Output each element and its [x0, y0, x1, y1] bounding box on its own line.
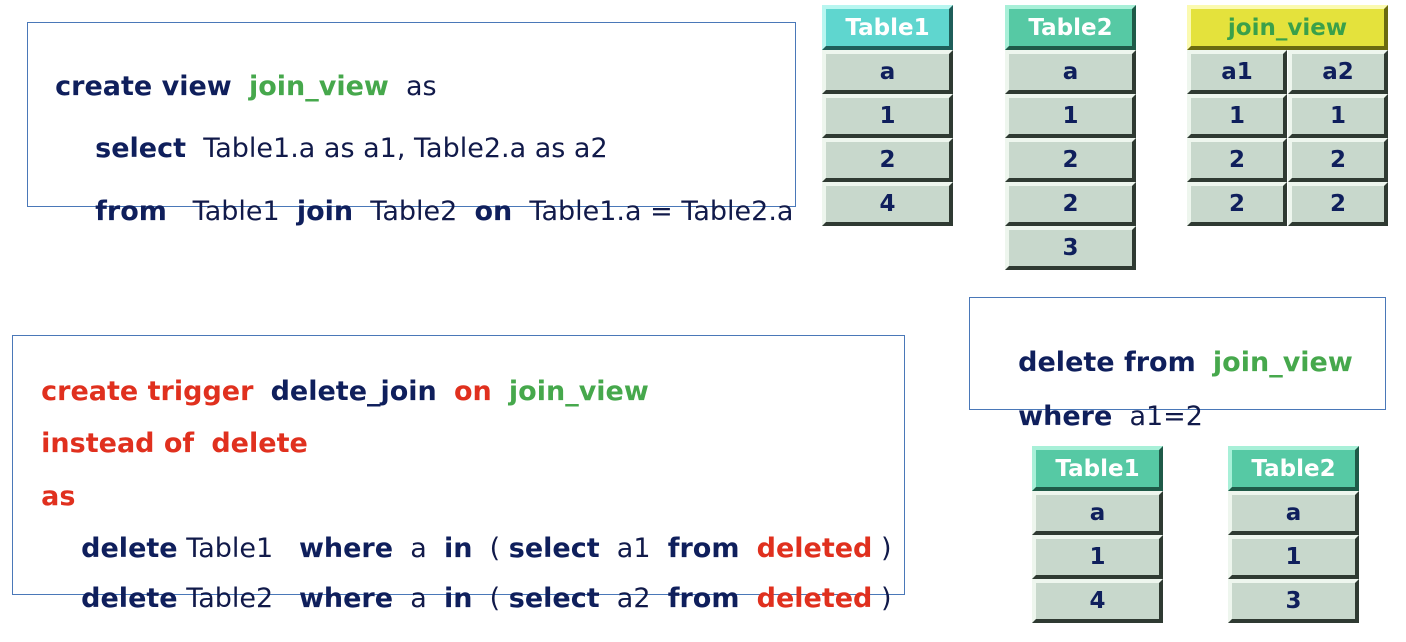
table1-after: Table1 a 1 4: [1032, 446, 1163, 623]
trigger-line-4: delete Table1 where a in ( select a1 fro…: [64, 502, 892, 564]
delete-table2: Table2: [186, 583, 274, 614]
table-cell: 4: [1032, 579, 1163, 623]
table-cell: 1: [1032, 535, 1163, 579]
delete-line-2: where a1=2: [1001, 370, 1203, 432]
table-header: Table2: [1228, 446, 1359, 491]
delete-condition: a1=2: [1129, 401, 1203, 432]
subfrom-keyword: from: [667, 583, 740, 614]
table-cell: 2: [1288, 182, 1388, 226]
column-header: a: [822, 50, 953, 94]
table-header: Table1: [1032, 446, 1163, 491]
delete-event-keyword: delete: [211, 428, 308, 459]
column-header: a: [1228, 491, 1359, 535]
delete-table1: Table1: [186, 533, 274, 564]
table-cell: 2: [822, 138, 953, 182]
in-keyword: in: [443, 533, 473, 564]
close-paren: ): [880, 583, 892, 614]
join-keyword: join: [296, 196, 354, 227]
table-cell: 3: [1228, 579, 1359, 623]
subselect-keyword: select: [508, 583, 600, 614]
open-paren: (: [489, 533, 501, 564]
trigger-target-view: join_view: [508, 376, 649, 407]
table-cell: 1: [1187, 94, 1287, 138]
where-column: a: [410, 583, 427, 614]
table-cell: 3: [1005, 226, 1136, 270]
open-paren: (: [489, 583, 501, 614]
join-condition: Table1.a = Table2.a: [529, 196, 794, 227]
instead-of-keyword: instead of: [41, 428, 195, 459]
delete-keyword: delete: [81, 583, 178, 614]
delete-where-keyword: where: [1018, 401, 1113, 432]
where-column: a: [410, 533, 427, 564]
table1-before: Table1 a 1 2 4: [822, 5, 953, 226]
create-trigger-keyword: create trigger: [41, 376, 254, 407]
view-line-1: create view join_view as: [38, 40, 437, 102]
table-cell: 1: [822, 94, 953, 138]
create-view-keyword: create view: [55, 71, 232, 102]
table-cell: 1: [1005, 94, 1136, 138]
from-keyword: from: [95, 196, 167, 227]
column-header: a: [1005, 50, 1136, 94]
view-name: join_view: [248, 71, 389, 102]
table-cell: 2: [1187, 182, 1287, 226]
trigger-name: delete_join: [270, 376, 437, 407]
table-cell: 2: [1187, 138, 1287, 182]
join-view-table: join_view a1 a2 1 1 2 2 2 2: [1187, 5, 1388, 226]
table2-after: Table2 a 1 3: [1228, 446, 1359, 623]
table-cell: 2: [1005, 138, 1136, 182]
select-keyword: select: [95, 133, 187, 164]
table-header: join_view: [1187, 5, 1388, 50]
delete-from-keyword: delete from: [1018, 347, 1196, 378]
column-header: a1: [1187, 50, 1287, 94]
view-line-2: select Table1.a as a1, Table2.a as a2: [78, 102, 608, 164]
table2-before: Table2 a 1 2 2 3: [1005, 5, 1136, 270]
deleted-pseudo-table: deleted: [756, 583, 873, 614]
trigger-definition-box: [12, 335, 905, 595]
select-columns: Table1.a as a1, Table2.a as a2: [203, 133, 608, 164]
table-cell: 2: [1005, 182, 1136, 226]
column-header: a2: [1288, 50, 1388, 94]
as-keyword: as: [406, 71, 437, 102]
trigger-on-keyword: on: [453, 376, 492, 407]
in-keyword: in: [443, 583, 473, 614]
where-keyword: where: [298, 533, 394, 564]
table-header: Table2: [1005, 5, 1136, 50]
table-header: Table1: [822, 5, 953, 50]
delete-target-view: join_view: [1212, 347, 1353, 378]
table-cell: 4: [822, 182, 953, 226]
subselect-column: a1: [616, 533, 651, 564]
trigger-line-5: delete Table2 where a in ( select a2 fro…: [64, 552, 892, 614]
subfrom-keyword: from: [667, 533, 740, 564]
from-table1: Table1: [192, 196, 280, 227]
view-line-3: from Table1 join Table2 on Table1.a = Ta…: [78, 165, 793, 227]
view-definition-box: [27, 22, 796, 207]
column-header: a: [1032, 491, 1163, 535]
table-cell: 1: [1288, 94, 1388, 138]
delete-statement-box: [969, 297, 1386, 410]
close-paren: ): [880, 533, 892, 564]
table-cell: 2: [1288, 138, 1388, 182]
subselect-column: a2: [616, 583, 651, 614]
delete-line-1: delete from join_view: [1001, 316, 1353, 378]
join-table2: Table2: [370, 196, 458, 227]
deleted-pseudo-table: deleted: [756, 533, 873, 564]
trigger-line-2: instead of delete: [24, 397, 308, 459]
subselect-keyword: select: [508, 533, 600, 564]
table-cell: 1: [1228, 535, 1359, 579]
trigger-as-keyword: as: [41, 481, 76, 512]
delete-keyword: delete: [81, 533, 178, 564]
where-keyword: where: [298, 583, 394, 614]
trigger-line-1: create trigger delete_join on join_view: [24, 345, 649, 407]
trigger-line-3: as: [24, 450, 75, 512]
on-keyword: on: [474, 196, 513, 227]
